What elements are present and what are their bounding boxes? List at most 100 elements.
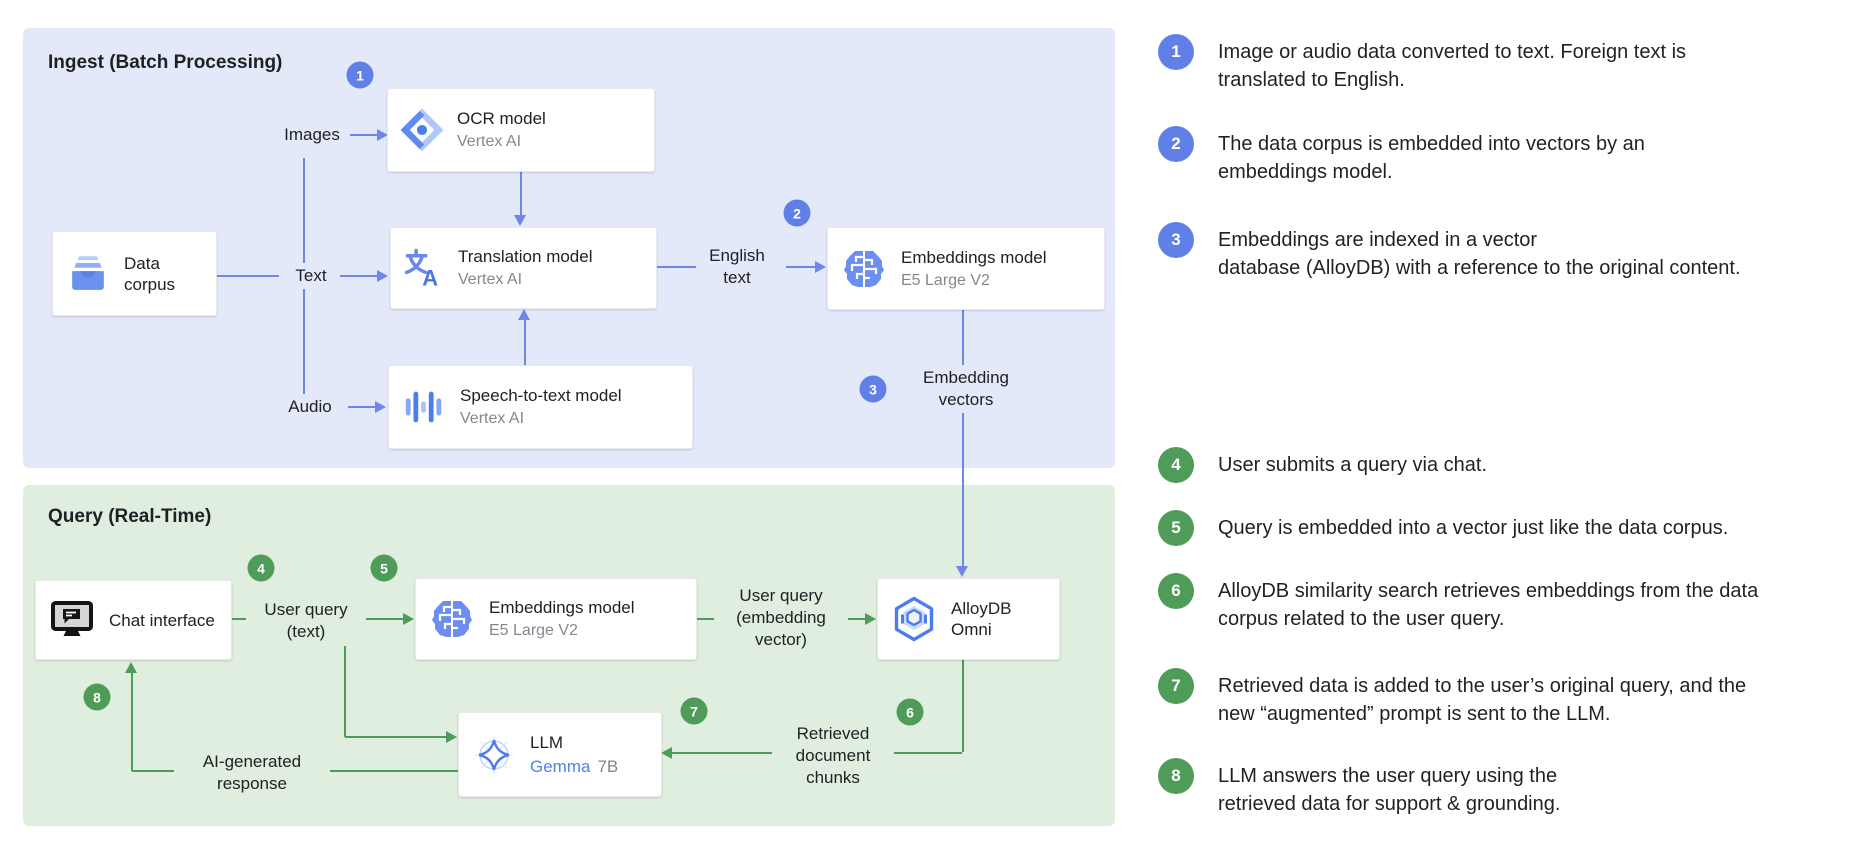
connector-ocr-to-translation [520, 172, 522, 216]
brain-icon [428, 595, 476, 643]
arrowhead-userquery-to-llm [446, 731, 457, 743]
annotation-1-line-2: translated to English. [1218, 69, 1405, 91]
connector-corpus-to-text [217, 275, 279, 277]
node-title: Chat interface [109, 610, 215, 630]
label-images: Images [279, 122, 345, 148]
step-badge-6: 6 [896, 698, 924, 726]
annotation-7-line-2: new “augmented” prompt is sent to the LL… [1218, 703, 1611, 725]
annotation-8-line-1: LLM answers the user query using the [1218, 765, 1558, 787]
annotation-3: 3 Embeddings are indexed in a vector dat… [1158, 222, 1741, 282]
monitor-chat-icon [48, 596, 96, 644]
connector-speech-to-translation [524, 320, 526, 366]
node-title: Data corpus [124, 253, 176, 294]
annotation-8-badge: 8 [1158, 758, 1194, 794]
node-subtitle: Gemma 7B [530, 756, 618, 777]
label-retrieved-chunks: Retrieved document chunks [772, 721, 894, 791]
step-badge-1: 1 [346, 61, 374, 89]
annotation-5-line-1: Query is embedded into a vector just lik… [1218, 517, 1729, 539]
annotation-1: 1 Image or audio data converted to text.… [1158, 34, 1687, 94]
node-title: AlloyDB Omni [951, 599, 1012, 639]
arrowhead-vectors-to-alloydb [956, 566, 968, 577]
node-speech-to-text-model: Speech-to-text model Vertex AI [388, 365, 693, 449]
annotation-2-badge: 2 [1158, 126, 1194, 162]
node-subtitle: Vertex AI [458, 271, 523, 288]
connector-embeddings-to-vector [697, 618, 725, 620]
node-embeddings-model-ingest: Embeddings model E5 Large V2 [827, 227, 1105, 310]
arrowhead-text-to-translation [377, 270, 388, 282]
node-alloydb-omni: AlloyDB Omni [877, 578, 1060, 660]
node-data-corpus: Data corpus [52, 231, 217, 316]
step-badge-7: 7 [680, 697, 708, 725]
arrowhead-ocr-to-translation [514, 215, 526, 226]
node-title: Embeddings model [489, 598, 635, 617]
node-subtitle: Vertex AI [457, 133, 522, 150]
annotation-4-badge: 4 [1158, 447, 1194, 483]
label-user-query-text: User query (text) [246, 597, 366, 645]
connector-audio-to-speech [348, 406, 376, 408]
inbox-tray-icon [65, 251, 111, 297]
svg-text:A: A [422, 266, 438, 290]
arrowhead-chunks-to-llm [661, 747, 672, 759]
connector-chat-to-userquery [232, 618, 256, 620]
label-english-text: English text [696, 243, 778, 291]
waveform-icon [401, 384, 447, 430]
annotation-3-line-2: database (AlloyDB) with a reference to t… [1218, 257, 1741, 279]
arrowhead-response-to-chat [125, 662, 137, 673]
annotation-2: 2 The data corpus is embedded into vecto… [1158, 126, 1645, 186]
node-title: Translation model [458, 247, 593, 266]
gemma-model-variant: 7B [597, 757, 619, 776]
connector-translation-to-english [657, 266, 697, 268]
connector-userquery-to-embeddings [356, 618, 404, 620]
annotation-6-line-1: AlloyDB similarity search retrieves embe… [1218, 580, 1759, 602]
annotation-6-badge: 6 [1158, 573, 1194, 609]
annotation-2-line-2: embeddings model. [1218, 161, 1393, 183]
connector-english-to-embeddings [786, 266, 816, 268]
connector-vectors-to-alloydb [962, 412, 964, 567]
node-translation-model: A Translation model Vertex AI [390, 227, 657, 309]
connector-response-to-chat [131, 673, 133, 771]
node-title: LLM [530, 733, 564, 752]
translate-icon: A [403, 247, 445, 289]
step-badge-3: 3 [859, 375, 887, 403]
step-badge-2: 2 [783, 199, 811, 227]
arrowhead-speech-to-translation [518, 309, 530, 320]
annotation-8-line-2: retrieved data for support & grounding. [1218, 793, 1561, 815]
node-title: Embeddings model [901, 247, 1047, 267]
node-subtitle: E5 Large V2 [901, 271, 990, 289]
node-chat-interface: Chat interface [35, 580, 232, 660]
annotation-8: 8 LLM answers the user query using the r… [1158, 758, 1561, 818]
annotation-4-line-1: User submits a query via chat. [1218, 454, 1487, 476]
step-badge-8: 8 [83, 683, 111, 711]
annotation-5: 5 Query is embedded into a vector just l… [1158, 510, 1729, 546]
arrowhead-images-to-ocr [377, 129, 388, 141]
label-ai-response: AI-generated response [174, 749, 330, 797]
step-badge-4: 4 [247, 554, 275, 582]
alloydb-hexagon-icon [890, 595, 938, 643]
node-embeddings-model-query: Embeddings model E5 Large V2 [415, 578, 697, 660]
label-audio: Audio [283, 394, 337, 420]
connector-embeddings-down [962, 310, 964, 366]
gemma-model-name: Gemma [530, 757, 591, 776]
annotation-1-badge: 1 [1158, 34, 1194, 70]
brain-icon [840, 245, 888, 293]
connector-userquery-down [344, 646, 346, 737]
connector-userquery-to-llm [345, 736, 447, 738]
arrowhead-userquery-to-embeddings [403, 613, 414, 625]
node-title: OCR model [457, 109, 546, 128]
annotation-1-line-1: Image or audio data converted to text. F… [1218, 41, 1687, 63]
connector-images-to-ocr [350, 134, 378, 136]
gemma-spark-icon [471, 732, 517, 778]
annotation-7-line-1: Retrieved data is added to the user’s or… [1218, 675, 1747, 697]
annotation-7: 7 Retrieved data is added to the user’s … [1158, 668, 1747, 728]
node-ocr-model: OCR model Vertex AI [387, 88, 655, 172]
step-badge-5: 5 [370, 554, 398, 582]
label-embedding-vectors: Embedding vectors [905, 365, 1027, 413]
annotation-7-badge: 7 [1158, 668, 1194, 704]
annotation-6: 6 AlloyDB similarity search retrieves em… [1158, 573, 1759, 633]
annotation-3-badge: 3 [1158, 222, 1194, 258]
connector-vector-to-alloydb [834, 618, 866, 620]
arrowhead-audio-to-speech [375, 401, 386, 413]
node-subtitle: Vertex AI [460, 410, 525, 427]
ingest-section-title: Ingest (Batch Processing) [48, 52, 283, 73]
